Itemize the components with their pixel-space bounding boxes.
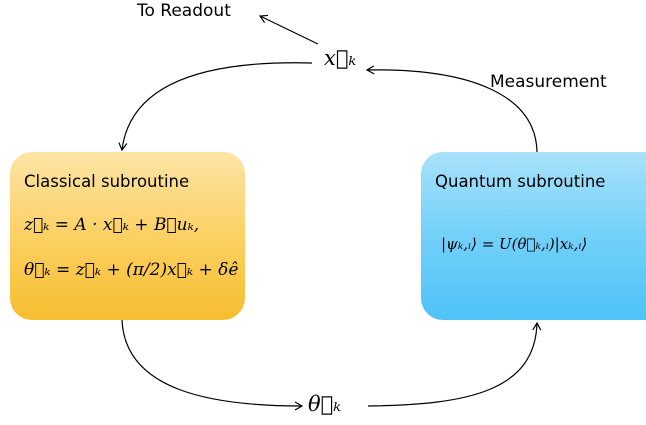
quantum-equation-state: |ψₖ,ᵢ⟩ = U(θ⃗ₖ,ᵢ)|xₖ,ᵢ⟩ xyxy=(441,235,588,253)
node-theta-k: θ⃗ₖ xyxy=(308,392,341,416)
classical-subroutine-box: Classical subroutine z⃗ₖ = A · x⃗ₖ + B⃗u… xyxy=(10,152,245,320)
quantum-subroutine-title: Quantum subroutine xyxy=(435,172,606,191)
classical-subroutine-title: Classical subroutine xyxy=(24,172,190,191)
arrow-quantum-to-x xyxy=(365,65,538,153)
arrow-to-readout xyxy=(258,14,319,45)
classical-equation-theta: θ⃗ₖ = z⃗ₖ + (π/2)x⃗ₖ + δê xyxy=(24,260,239,280)
measurement-label: Measurement xyxy=(490,72,607,92)
arrow-classical-to-theta xyxy=(121,319,304,411)
to-readout-label: To Readout xyxy=(137,1,231,21)
classical-equation-z: z⃗ₖ = A · x⃗ₖ + B⃗uₖ, xyxy=(24,215,200,235)
quantum-subroutine-box: Quantum subroutine |ψₖ,ᵢ⟩ = U(θ⃗ₖ,ᵢ)|xₖ,… xyxy=(421,152,646,320)
arrow-theta-to-quantum xyxy=(367,321,542,407)
node-x-k: x⃗ₖ xyxy=(324,46,357,70)
arrow-x-to-classical xyxy=(118,62,313,152)
